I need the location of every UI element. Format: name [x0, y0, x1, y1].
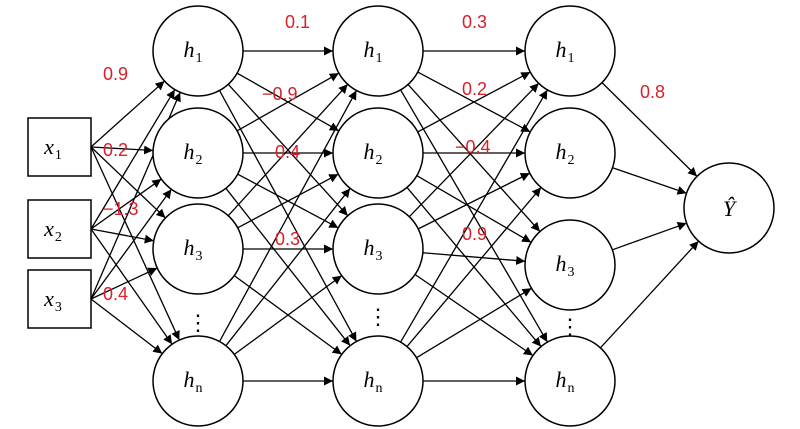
weight-label: −0.4 [455, 137, 491, 157]
connection-arrow [90, 80, 165, 148]
svg-text:h2: h2 [184, 139, 203, 168]
connection-arrow [414, 273, 534, 357]
weight-label: 0.3 [275, 229, 300, 249]
layer2-node-h3: h3 [332, 203, 424, 295]
layer3-node-hn: hn [524, 335, 616, 427]
svg-text:hn: hn [364, 367, 383, 396]
connection-arrow [90, 228, 154, 244]
weight-label: 0.9 [462, 224, 487, 244]
connection-edges [90, 46, 700, 386]
layer3-node-h2: h2 [524, 107, 616, 199]
weight-label: −1.3 [103, 199, 139, 219]
weight-label: 0.4 [275, 142, 300, 162]
hidden-layer-3: h1 h2 h3 ⋮ hn [524, 5, 616, 427]
connection-arrow [417, 172, 531, 230]
svg-text:h3: h3 [556, 251, 575, 280]
weight-label: 0.4 [103, 284, 128, 304]
layer3-node-h1: h1 [524, 5, 616, 97]
svg-text:hn: hn [184, 367, 203, 396]
layer3-ellipsis: ⋮ [559, 314, 581, 339]
weight-label: 0.8 [640, 82, 665, 102]
svg-text:x2: x2 [43, 216, 62, 245]
layer1-node-h3: h3 [152, 203, 244, 295]
connection-arrow [417, 71, 531, 133]
output-node-y-hat: Ŷ [683, 162, 775, 254]
connection-arrow [218, 90, 358, 342]
svg-text:Ŷ: Ŷ [723, 196, 738, 221]
connection-arrow [601, 82, 698, 177]
connection-arrow [236, 72, 340, 132]
layer1-ellipsis: ⋮ [187, 310, 209, 335]
connection-arrow [90, 228, 173, 345]
weight-label: 0.2 [103, 140, 128, 160]
connection-arrow [599, 240, 700, 349]
svg-text:h1: h1 [364, 37, 383, 66]
connection-arrow [416, 287, 532, 359]
svg-text:h1: h1 [556, 37, 575, 66]
connection-arrow [233, 275, 343, 355]
connection-arrow [612, 221, 687, 251]
connection-arrow [90, 146, 180, 341]
weight-label: 0.9 [103, 64, 128, 84]
weight-label: 0.1 [285, 12, 310, 32]
connection-arrow [406, 187, 542, 347]
connection-arrow [227, 83, 349, 217]
weight-label: −0.9 [262, 84, 298, 104]
connection-arrow [237, 173, 339, 229]
connection-arrow [90, 298, 163, 355]
input-node-x2: x2 [27, 199, 92, 259]
svg-text:hn: hn [556, 367, 575, 396]
svg-text:h2: h2 [556, 139, 575, 168]
layer2-node-h1: h1 [332, 5, 424, 97]
connection-arrow [90, 188, 172, 300]
connection-arrow [408, 82, 540, 218]
connection-arrow [90, 146, 166, 219]
layer1-node-h2: h2 [152, 107, 244, 199]
layer2-ellipsis: ⋮ [367, 304, 389, 329]
layer1-node-hn: hn [152, 335, 244, 427]
connection-arrow [90, 267, 158, 300]
layer2-node-h2: h2 [332, 107, 424, 199]
hidden-layer-2: h1 h2 h3 ⋮ hn [332, 5, 424, 427]
svg-text:h3: h3 [184, 235, 203, 264]
svg-text:h1: h1 [184, 37, 203, 66]
connection-arrow [407, 84, 541, 232]
connection-arrow [400, 89, 548, 343]
connection-arrow [90, 178, 162, 230]
layer3-node-h3: h3 [524, 219, 616, 311]
layer2-node-hn: hn [332, 335, 424, 427]
weight-label: 0.3 [462, 12, 487, 32]
connection-arrow [422, 252, 526, 265]
connection-arrow [225, 187, 351, 347]
input-node-x1: x1 [27, 117, 92, 177]
svg-text:x3: x3 [43, 286, 62, 315]
svg-text:x1: x1 [43, 134, 62, 163]
connection-arrow [416, 175, 532, 243]
connection-arrow [612, 167, 687, 195]
connection-arrow [90, 145, 154, 155]
svg-text:h2: h2 [364, 139, 383, 168]
weight-label: 0.2 [462, 79, 487, 99]
layer1-node-h1: h1 [152, 5, 244, 97]
hidden-layer-1: h1 h2 h3 ⋮ hn [152, 5, 244, 427]
input-node-x3: x3 [27, 269, 92, 329]
connection-arrow [90, 89, 176, 230]
weight-labels: 0.9 0.2 −1.3 0.4 0.1 −0.9 0.4 0.3 0.3 0.… [103, 12, 665, 304]
svg-text:h3: h3 [364, 235, 383, 264]
